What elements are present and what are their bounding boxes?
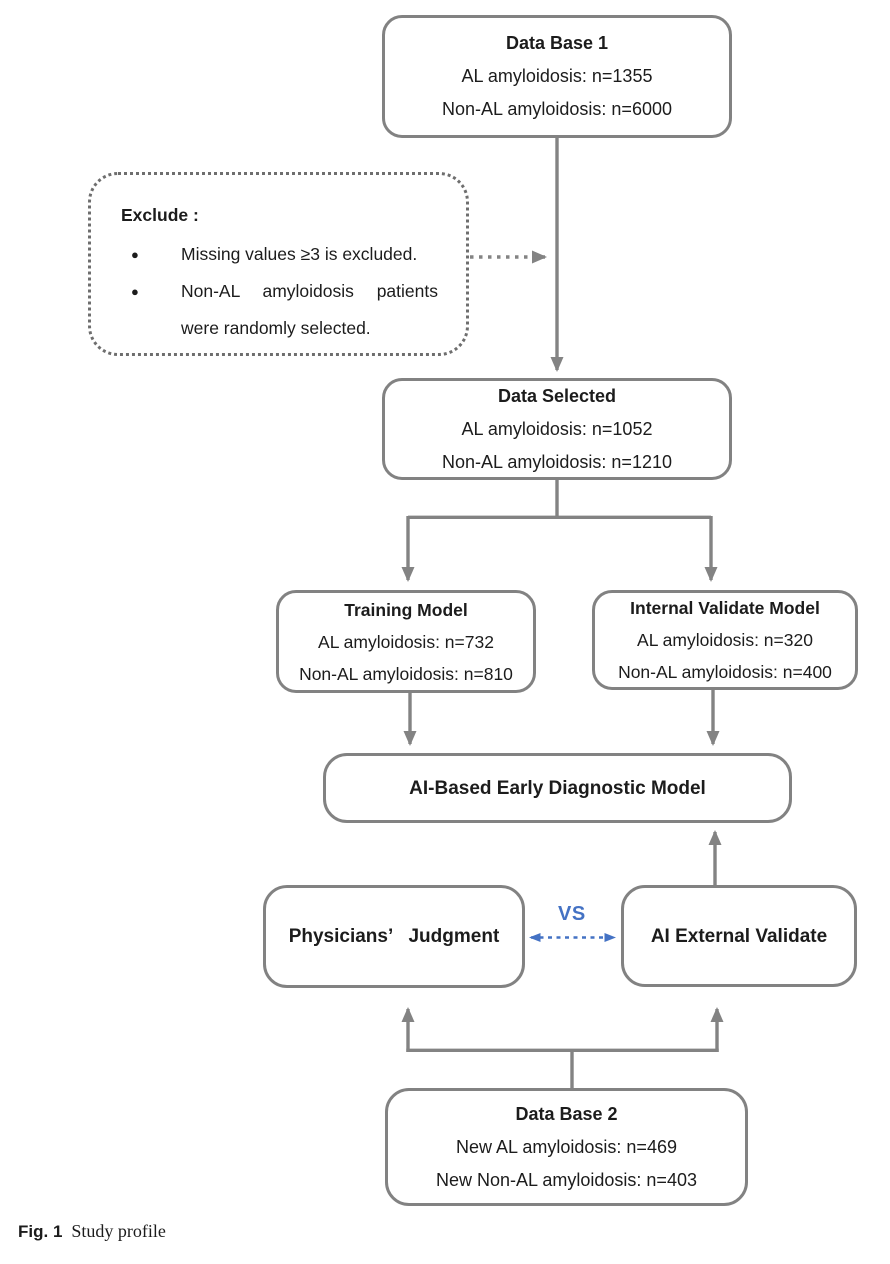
data-selected-title: Data Selected [497,385,617,406]
caption-label: Fig. 1 [18,1222,63,1241]
database2-line-nonal: New Non-AL amyloidosis: n=403 [436,1169,697,1190]
caption-text: Study profile [71,1221,166,1241]
physicians-judgment-node: Physicians’ Judgment [263,885,525,988]
internal-validate-line-nonal: Non-AL amyloidosis: n=400 [618,662,832,682]
figure-caption: Fig. 1 Study profile [18,1221,166,1242]
training-model-line-al: AL amyloidosis: n=732 [318,631,494,652]
internal-validate-model-node: Internal Validate Model AL amyloidosis: … [592,590,858,690]
exclude-bullet-random: Non-AL amyloidosis patients were randoml… [181,281,438,338]
physicians-judgment-title: Physicians’ Judgment [288,926,500,947]
database1-node: Data Base 1 AL amyloidosis: n=1355 Non-A… [382,15,732,138]
internal-validate-model-title: Internal Validate Model [630,598,820,618]
exclude-bullet-row: ● Non-AL amyloidosis patients were rando… [121,273,438,347]
bullet-icon: ● [131,284,139,299]
data-selected-line-al: AL amyloidosis: n=1052 [461,418,653,439]
training-model-line-nonal: Non-AL amyloidosis: n=810 [299,663,513,684]
training-model-title: Training Model [344,599,468,620]
data-selected-line-nonal: Non-AL amyloidosis: n=1210 [442,451,672,472]
database2-title: Data Base 2 [515,1103,618,1124]
database2-line-al: New AL amyloidosis: n=469 [456,1136,677,1157]
database1-line-al: AL amyloidosis: n=1355 [461,66,653,86]
exclude-bullet-row: ● Missing values ≥3 is excluded. [121,236,438,273]
database2-node: Data Base 2 New AL amyloidosis: n=469 Ne… [385,1088,748,1206]
database1-line-nonal: Non-AL amyloidosis: n=6000 [442,99,672,119]
bullet-icon: ● [131,247,139,262]
ai-model-node: AI-Based Early Diagnostic Model [323,753,792,823]
exclude-title: Exclude : [121,205,199,225]
exclude-bullet-missing: Missing values ≥3 is excluded. [181,244,418,264]
data-selected-node: Data Selected AL amyloidosis: n=1052 Non… [382,378,732,480]
exclude-node: Exclude : ● Missing values ≥3 is exclude… [88,172,469,356]
ai-model-title: AI-Based Early Diagnostic Model [409,777,706,799]
vs-label: VS [558,903,586,925]
training-model-node: Training Model AL amyloidosis: n=732 Non… [276,590,536,693]
ai-external-validate-node: AI External Validate [621,885,857,987]
database1-title: Data Base 1 [505,33,609,53]
internal-validate-line-al: AL amyloidosis: n=320 [637,630,813,650]
ai-external-validate-title: AI External Validate [650,925,828,947]
